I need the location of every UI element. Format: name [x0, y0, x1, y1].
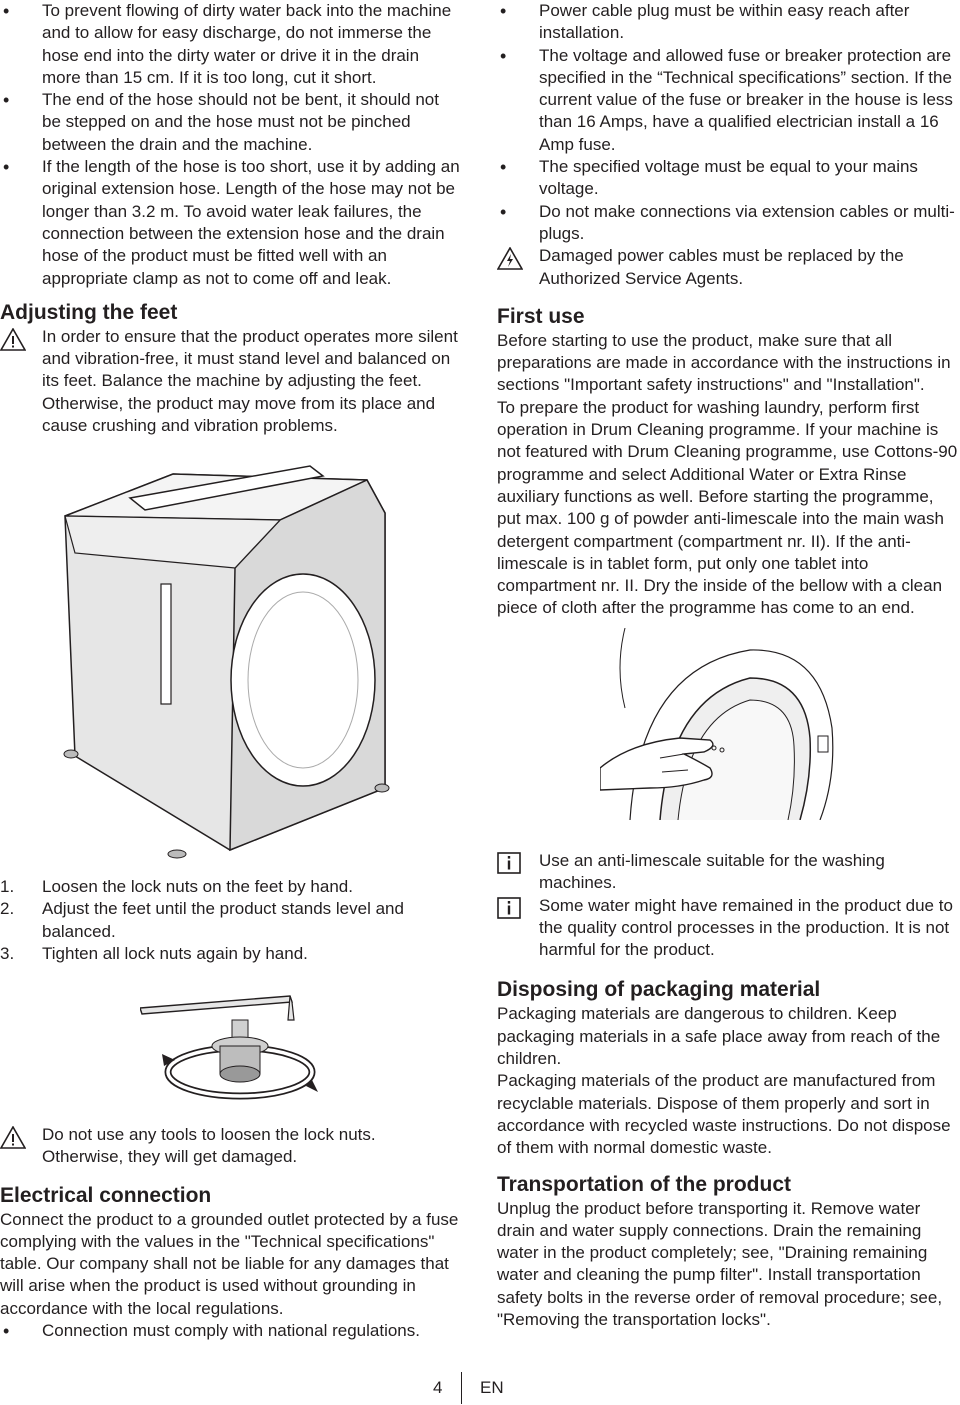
info-note-text: Use an anti-limescale suitable for the w…	[539, 851, 885, 893]
left-column-tail: Do not use any tools to loosen the lock …	[0, 1124, 460, 1343]
feet-warning: In order to ensure that the product oper…	[0, 326, 460, 437]
left-column-bottom: 1.Loosen the lock nuts on the feet by ha…	[0, 876, 460, 965]
tools-warning: Do not use any tools to loosen the lock …	[0, 1124, 460, 1169]
packaging-paragraph-2: Packaging materials of the product are m…	[497, 1071, 951, 1158]
electric-hazard-icon	[496, 246, 524, 276]
footer-divider	[461, 1372, 462, 1404]
elec-bullet: Do not make connections via extension ca…	[497, 201, 960, 246]
elec-bullet: The specified voltage must be equal to y…	[497, 156, 960, 201]
hose-bullet: If the length of the hose is too short, …	[0, 156, 460, 290]
hose-bullet: To prevent flowing of dirty water back i…	[0, 0, 460, 89]
warning-icon	[0, 327, 27, 357]
right-column-top: Power cable plug must be within easy rea…	[496, 0, 960, 620]
packaging-heading: Disposing of packaging material	[497, 978, 821, 1002]
electrical-heading: Electrical connection	[0, 1183, 212, 1207]
hose-bullet: The end of the hose should not be bent, …	[0, 89, 460, 156]
language-code: EN	[480, 1378, 504, 1397]
feet-heading: Adjusting the feet	[0, 300, 178, 324]
transport-paragraph: Unplug the product before transporting i…	[497, 1198, 943, 1330]
feet-step: 2.Adjust the feet until the product stan…	[0, 899, 404, 941]
info-note-text: Some water might have remained in the pr…	[539, 895, 953, 960]
left-column-top: To prevent flowing of dirty water back i…	[0, 0, 460, 437]
electrical-bullet: Connection must comply with national reg…	[0, 1320, 460, 1343]
info-icon	[497, 852, 521, 880]
warning-icon	[0, 1125, 27, 1155]
info-note: Some water might have remained in the pr…	[497, 895, 960, 962]
feet-warning-text: In order to ensure that the product oper…	[42, 326, 458, 436]
elec-bullet: The voltage and allowed fuse or breaker …	[497, 45, 960, 156]
transport-heading: Transportation of the product	[497, 1172, 791, 1196]
packaging-paragraph-1: Packaging materials are dangerous to chi…	[497, 1004, 941, 1069]
info-icon	[497, 896, 521, 925]
electrical-text: Connect the product to a grounded outlet…	[0, 1209, 459, 1318]
washing-machine-illustration	[63, 465, 390, 859]
first-use-paragraph-2: To prepare the product for washing laund…	[497, 397, 958, 618]
feet-step: 3.Tighten all lock nuts again by hand.	[0, 943, 308, 963]
tools-warning-text: Do not use any tools to loosen the lock …	[42, 1125, 376, 1167]
drum-cleaning-illustration	[600, 628, 834, 820]
right-column-bottom: Use an anti-limescale suitable for the w…	[497, 850, 960, 1331]
info-note: Use an anti-limescale suitable for the w…	[497, 850, 960, 895]
first-use-paragraph-1: Before starting to use the product, make…	[497, 330, 951, 395]
cable-warning: Damaged power cables must be replaced by…	[496, 245, 960, 290]
elec-bullet: Power cable plug must be within easy rea…	[497, 0, 960, 45]
first-use-heading: First use	[497, 304, 585, 328]
foot-adjustment-illustration	[140, 995, 318, 1100]
cable-warning-text: Damaged power cables must be replaced by…	[539, 246, 904, 288]
feet-step: 1.Loosen the lock nuts on the feet by ha…	[0, 877, 353, 896]
page-number: 4	[433, 1378, 443, 1397]
